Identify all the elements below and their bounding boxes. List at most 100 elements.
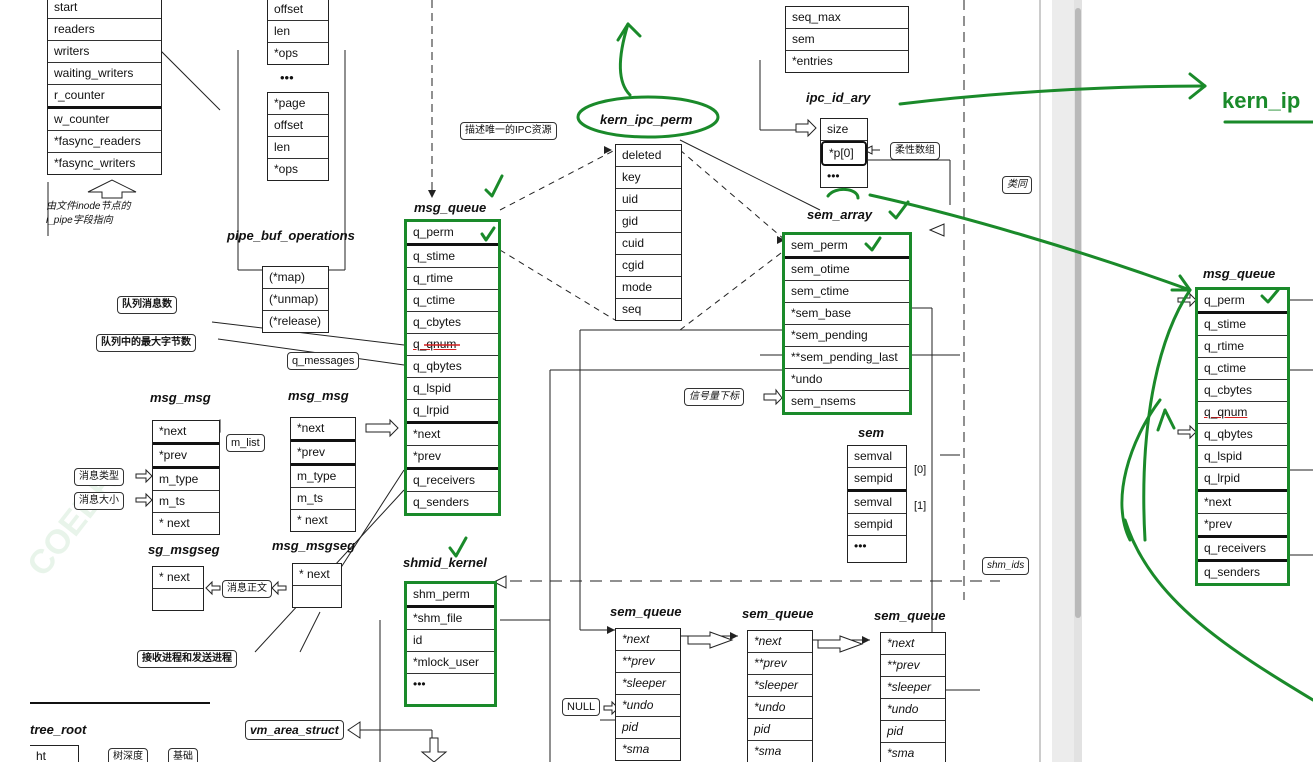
sem-queue-3-title: sem_queue [874,608,946,623]
field-sem-base: *sem_base [785,303,909,325]
field-shm-file: *shm_file [407,608,494,630]
field-next-seg: * next [297,513,328,527]
field-entries: *entries [792,54,833,68]
note-tree-depth: 树深度 [108,748,148,762]
field-sempid: sempid [848,468,906,492]
sem-index-0: [0] [914,464,927,476]
field-page: *page [268,93,328,115]
hollow-up-arrow [87,179,137,199]
field-uid: uid [616,189,681,211]
field-gid: gid [616,211,681,233]
msg-queue-box: q_perm q_stime q_rtime q_ctime q_cbytes … [404,219,501,516]
hollow-arrow [205,580,221,596]
field-undo: *undo [616,695,680,717]
checkmark [864,236,882,252]
field-q-receivers: q_receivers [407,470,498,492]
checkmark [888,200,910,220]
field-q-perm: q_perm [407,222,498,246]
annotation-stroke [898,84,1207,106]
pipe-inode-info-box: start readers writers waiting_writers r_… [47,0,162,175]
field-len: len [268,21,328,43]
inode-note-line1: 由文件inode节点的 [46,201,131,212]
field-map: (*map) [263,267,328,289]
field-q-rtime: q_rtime [407,268,498,290]
field-len: len [268,137,328,159]
annotation-stroke [618,22,632,97]
field-semval: semval [848,492,906,514]
note-msg-body: 消息正文 [222,580,272,598]
field-q-lspid: q_lspid [1198,446,1287,468]
checkmark [448,536,468,558]
field-readers: readers [48,19,161,41]
field-q-ctime: q_ctime [407,290,498,312]
field-cgid: cgid [616,255,681,277]
hollow-down-arrow [420,737,448,762]
checkmark [484,174,504,198]
field-q-receivers: q_receivers [1198,538,1287,562]
hollow-arrow [1177,292,1197,308]
field-sma: *sma [887,746,915,760]
field-prev: *prev [153,445,219,469]
field-sem-otime: sem_otime [785,259,909,281]
hollow-arrow [347,721,361,739]
field-sma: *sma [622,742,650,756]
field-next: *next [153,421,219,445]
field-seq: seq [622,302,642,316]
field-q-lrpid: q_lrpid [407,400,498,424]
link-line [679,139,821,211]
field-q-qbytes: q_qbytes [407,356,498,378]
annotation-stroke [868,193,1192,292]
tree-root-partial-field: ht [36,749,47,762]
field-next: *next [407,424,498,446]
arrowhead [428,190,436,198]
arrowhead [607,626,615,634]
note-base: 基础 [168,748,198,762]
field-waiting-writers: waiting_writers [48,63,161,85]
field-unmap: (*unmap) [263,289,328,311]
hollow-arrow [135,468,153,484]
field-next: *next [291,418,355,442]
field-prev: *prev [407,446,498,470]
field-size: size [821,119,867,141]
kern-ipc-perm-circle [576,95,720,139]
msg-msg-1-title: msg_msg [150,390,211,405]
annotation-stroke [1120,398,1162,542]
note-array-data: 柔性数组 [890,142,940,160]
pipe-buffer-mid-box: *page offset len *ops [267,92,329,181]
field-w-counter: w_counter [48,109,161,131]
scrollbar-thumb[interactable] [1075,8,1081,618]
msg-msgseg-1-title: sg_msgseg [148,542,220,557]
vm-area-struct-title: vm_area_struct [245,720,344,740]
field-sleeper: *sleeper [881,677,945,699]
field-ellipsis: ••• [854,539,867,553]
dashed-line [679,149,786,241]
sem-queue-1-title: sem_queue [610,604,682,619]
field-offset: offset [268,0,328,21]
field-cuid: cuid [616,233,681,255]
field-q-rtime: q_rtime [1198,336,1287,358]
inode-note-line2: i_pipe字段指向 [46,215,113,226]
field-q-lrpid: q_lrpid [1198,468,1287,492]
field-ops: *ops [274,162,299,176]
sem-array-box: sem_perm sem_otime sem_ctime *sem_base *… [782,232,912,415]
field-prev: **prev [748,653,812,675]
note-sem-index: 信号量下标 [684,388,744,406]
field-q-qnum: q_qnum [407,334,498,356]
hollow-arrow [817,635,864,653]
field-next: *next [616,629,680,651]
field-pid: pid [748,719,812,741]
field-next: *next [748,631,812,653]
field-mlock-user: *mlock_user [407,652,494,674]
field-prev: **prev [881,655,945,677]
hollow-arrow [492,575,507,589]
msg-queue-title: msg_queue [414,200,487,215]
field-next: * next [293,564,341,586]
hollow-arrow [1177,424,1197,440]
note-recv-send-proc: 接收进程和发送进程 [137,650,237,668]
sem-box: semval sempid semval sempid ••• [847,445,907,563]
dashed-line [499,249,616,321]
checkmark [1260,288,1280,304]
field-p0: *p[0] [821,141,867,166]
field-pid: pid [616,717,680,739]
